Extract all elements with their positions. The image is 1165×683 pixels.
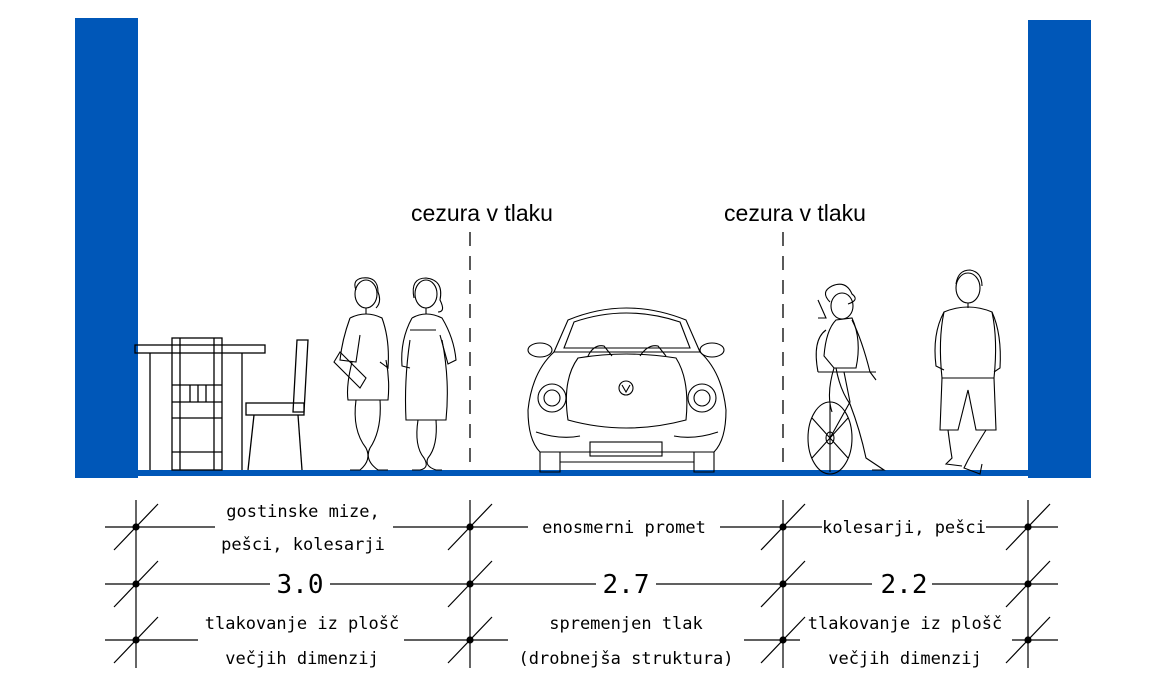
zone3-paving-line2: večjih dimenzij (828, 649, 982, 669)
tick-col-1 (113, 503, 159, 664)
zone1-paving-line1: tlakovanje iz plošč (205, 614, 399, 634)
women-walking-icon (333, 277, 457, 471)
tick-col-3 (760, 503, 806, 664)
right-building-wall (1028, 20, 1091, 478)
car-front-icon (527, 307, 727, 473)
zone3-use-line1: kolesarji, pešci (822, 518, 986, 538)
zone1-use-line1: gostinske mize, (226, 502, 380, 522)
zone2-paving-line2: (drobnejša struktura) (519, 649, 734, 669)
zone3-paving-line1: tlakovanje iz plošč (808, 614, 1002, 634)
cezura-label-left: cezura v tlaku (411, 200, 553, 226)
zone3-width: 2.2 (881, 570, 928, 600)
ground-line (75, 470, 1091, 476)
zone1-width: 3.0 (277, 570, 324, 600)
tick-col-2 (447, 503, 493, 664)
zone2-width: 2.7 (603, 570, 650, 600)
zone2-paving-line1: spremenjen tlak (549, 614, 703, 634)
cafe-table-chairs-icon (134, 337, 309, 471)
pedestrian-icon (934, 269, 1001, 475)
dimension-ticks (113, 503, 1051, 664)
zone1-paving-line2: večjih dimenzij (225, 649, 379, 669)
cyclist-icon (807, 283, 886, 475)
tick-col-4 (1005, 503, 1051, 664)
left-building-wall (75, 18, 138, 478)
zone1-use-line2: pešci, kolesarji (221, 535, 385, 555)
zone2-use-line1: enosmerni promet (542, 518, 706, 538)
cezura-label-right: cezura v tlaku (724, 200, 866, 226)
